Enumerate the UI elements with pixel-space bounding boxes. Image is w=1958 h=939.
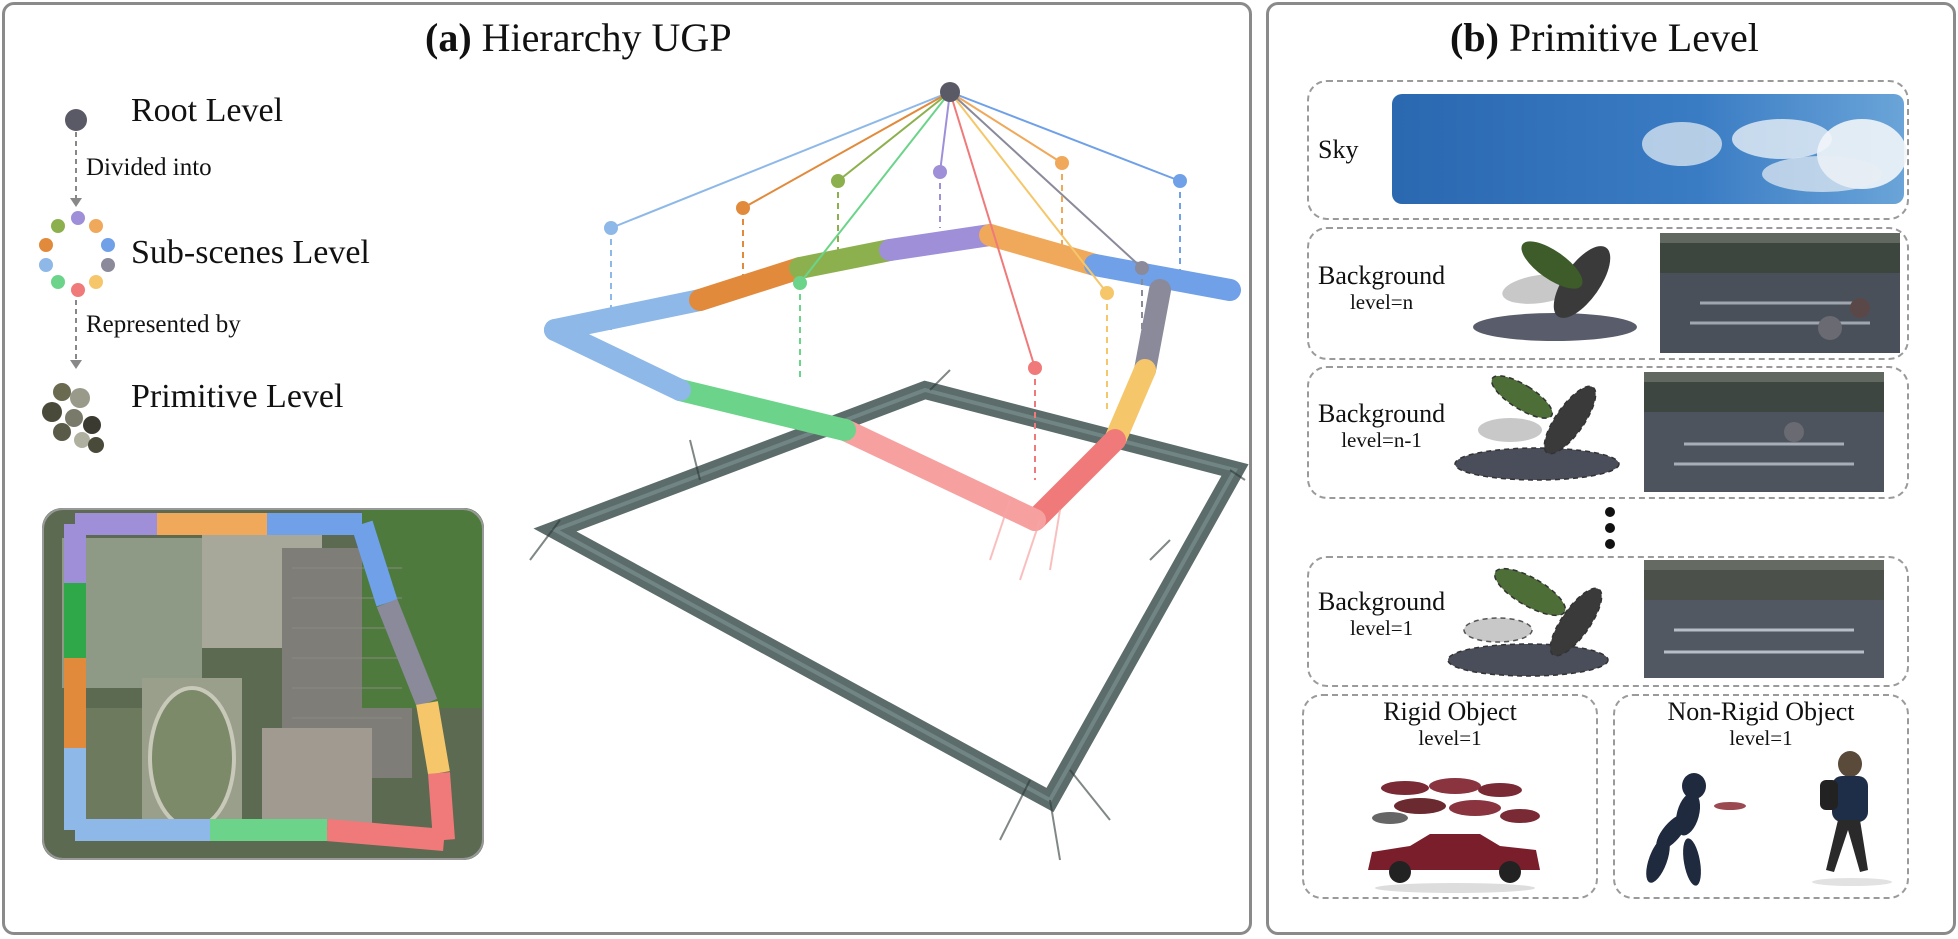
primitive-level-label: Primitive Level <box>131 378 344 415</box>
sub-scene-nodes <box>604 156 1187 375</box>
background-1-title: Background <box>1318 587 1446 616</box>
panel-b-title-prefix: (b) <box>1450 15 1499 60</box>
satellite-map-inset <box>42 508 484 860</box>
sky-row <box>1307 80 1909 220</box>
hierarchy-legend-graphic <box>39 109 115 453</box>
panel-b-title: (b) Primitive Level <box>1450 14 1759 61</box>
rigid-object-label: Rigid Object level=1 <box>1302 697 1598 750</box>
panel-a-title-text: Hierarchy UGP <box>481 15 732 60</box>
background-n-row <box>1307 227 1909 360</box>
represented-by-label: Represented by <box>86 311 241 338</box>
non-rigid-object-box <box>1613 694 1909 899</box>
primitive-cluster-icon <box>42 383 104 453</box>
rigid-object-title: Rigid Object <box>1383 697 1517 726</box>
non-rigid-person <box>1812 751 1892 886</box>
non-rigid-object-level: level=1 <box>1729 725 1793 750</box>
sky-label: Sky <box>1318 135 1359 164</box>
background-1-level: level=1 <box>1349 615 1414 640</box>
ellipsis-dots <box>1605 507 1615 549</box>
rigid-object-box <box>1302 694 1598 899</box>
sub-scene-segments <box>544 224 1241 531</box>
divided-into-label: Divided into <box>86 154 212 181</box>
root-node <box>940 82 960 102</box>
background-n-render <box>1660 233 1900 353</box>
background-n1-row <box>1307 366 1909 499</box>
root-level-label: Root Level <box>131 92 284 129</box>
non-rigid-object-title: Non-Rigid Object <box>1667 697 1855 726</box>
background-n1-title: Background <box>1318 399 1446 428</box>
non-rigid-object-label: Non-Rigid Object level=1 <box>1613 697 1909 750</box>
sky-image <box>1392 94 1907 204</box>
background-1-render <box>1644 560 1884 678</box>
root-node-icon <box>65 109 87 131</box>
non-rigid-gaussians <box>1646 773 1746 886</box>
background-1-gaussians <box>1447 567 1609 677</box>
panel-a-title-prefix: (a) <box>425 15 472 60</box>
background-n-title: Background <box>1318 261 1446 290</box>
background-n1-label: Background level=n-1 <box>1318 399 1446 452</box>
rigid-object-level: level=1 <box>1418 725 1482 750</box>
root-connections <box>610 91 1181 369</box>
background-1-label: Background level=1 <box>1318 587 1446 640</box>
sub-scenes-level-label: Sub-scenes Level <box>131 234 370 271</box>
background-n-label: Background level=n <box>1318 261 1446 314</box>
panel-b-title-text: Primitive Level <box>1508 15 1759 60</box>
sub-scenes-ring-icon <box>39 211 115 297</box>
background-n1-gaussians <box>1454 375 1620 481</box>
background-n-level: level=n <box>1349 289 1414 314</box>
hierarchy-3d-diagram <box>529 82 1249 861</box>
background-n1-level: level=n-1 <box>1341 427 1422 452</box>
background-n-gaussians <box>1473 241 1637 341</box>
sub-scene-dashed-links <box>610 163 1181 480</box>
rigid-object-graphic <box>1368 778 1540 893</box>
background-1-row <box>1307 556 1909 687</box>
panel-a-title: (a) Hierarchy UGP <box>425 14 732 61</box>
background-n1-render <box>1644 372 1884 492</box>
